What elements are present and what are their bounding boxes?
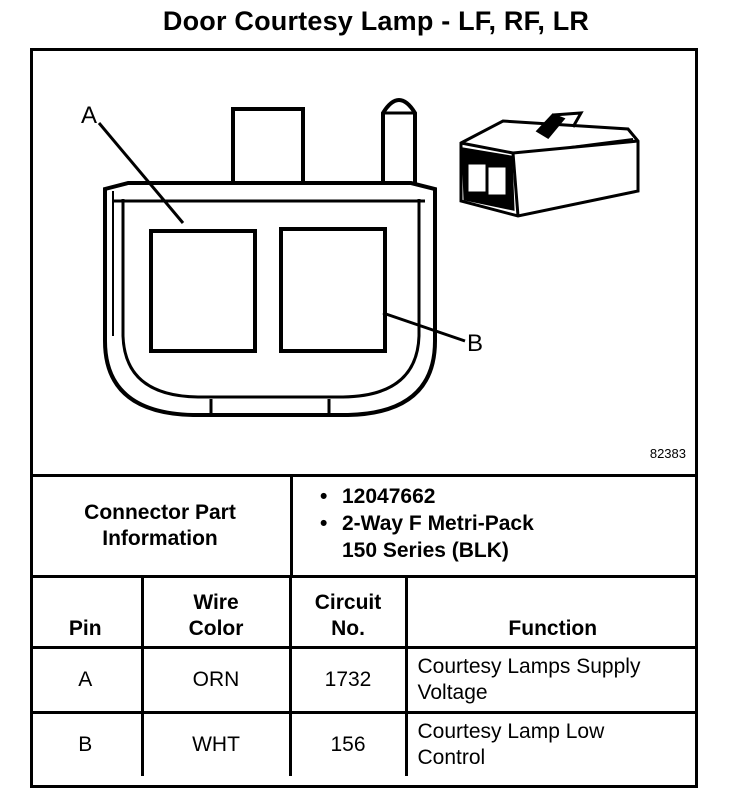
bullet-dot: • bbox=[320, 512, 328, 535]
header-function: Function bbox=[404, 577, 698, 649]
cell-pin: A bbox=[30, 646, 144, 714]
cell-circuit: 156 bbox=[288, 711, 408, 776]
connector-info-label-line2: Information bbox=[102, 527, 218, 550]
outer-shell bbox=[103, 181, 437, 417]
cavity-b bbox=[279, 227, 387, 353]
connector-iso-view bbox=[459, 111, 640, 218]
callout-a: A bbox=[81, 102, 97, 129]
header-pin: Pin bbox=[30, 577, 144, 649]
connector-info-label-line1: Connector Part bbox=[84, 501, 236, 524]
part-number: 12047662 bbox=[342, 485, 436, 508]
connector-info-label: Connector Part Information bbox=[30, 477, 293, 575]
latch-tab bbox=[231, 107, 305, 183]
leader-b bbox=[382, 311, 466, 343]
connector-type-line1: 2-Way F Metri-Pack bbox=[342, 512, 534, 535]
connector-diagram: A B bbox=[81, 98, 640, 417]
cavity-a bbox=[149, 229, 257, 353]
callout-b: B bbox=[467, 330, 483, 357]
connector-type-line2: 150 Series (BLK) bbox=[342, 539, 509, 562]
cell-wire-color: ORN bbox=[140, 646, 292, 714]
cell-wire-color: WHT bbox=[140, 711, 292, 776]
cell-pin: B bbox=[30, 711, 144, 776]
leader-a bbox=[97, 122, 185, 224]
bullet-connector-type: • 2-Way F Metri-Pack 150 Series (BLK) bbox=[320, 510, 534, 564]
cell-circuit: 1732 bbox=[288, 646, 408, 714]
page-title: Door Courtesy Lamp - LF, RF, LR bbox=[162, 6, 590, 36]
bullet-dot: • bbox=[320, 485, 328, 508]
connector-frame bbox=[30, 48, 698, 788]
bullet-part-number: • 12047662 bbox=[320, 483, 534, 510]
connector-info-values: • 12047662 • 2-Way F Metri-Pack 150 Seri… bbox=[320, 483, 534, 564]
figure-id: 82383 bbox=[649, 446, 686, 461]
connector-info-section: Connector Part Information • 12047662 • … bbox=[30, 474, 698, 578]
